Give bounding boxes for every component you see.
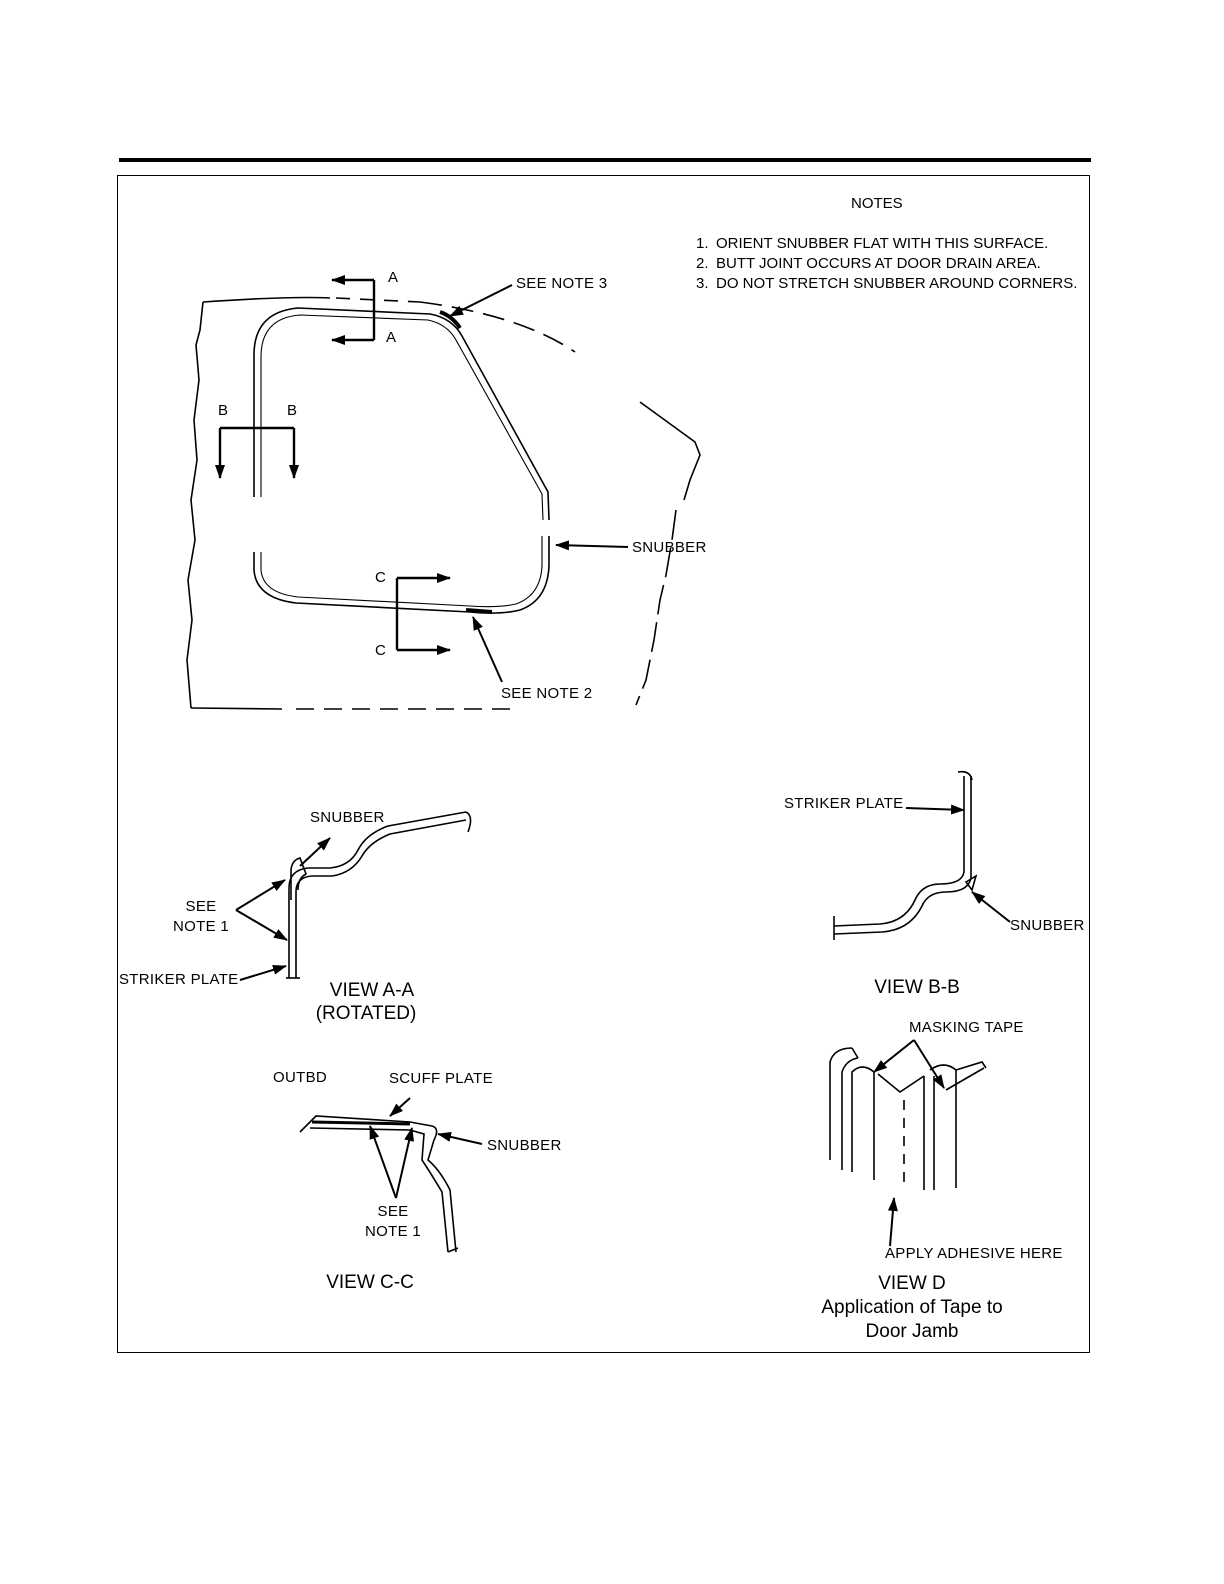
snubber-label-aa: SNUBBER (310, 809, 385, 826)
apply-adhesive-label: APPLY ADHESIVE HERE (885, 1245, 1063, 1262)
section-a-label-top: A (388, 269, 399, 286)
view-d-drawing (829, 1039, 987, 1247)
view-a-a-subtitle: (ROTATED) (315, 1003, 417, 1024)
door-opening-view (186, 275, 701, 710)
view-a-a-drawing (235, 811, 472, 981)
see-note-3-label: SEE NOTE 3 (516, 275, 608, 292)
view-d-caption-line-2: Door Jamb (865, 1321, 959, 1342)
view-c-c-title: VIEW C-C (326, 1272, 414, 1293)
see-label-cc: SEE (377, 1203, 409, 1220)
masking-tape-label: MASKING TAPE (909, 1019, 1024, 1036)
note-text: BUTT JOINT OCCURS AT DOOR DRAIN AREA. (716, 255, 1041, 272)
see-label-aa: SEE (185, 898, 217, 915)
view-d-title: VIEW D (878, 1273, 946, 1294)
see-note-2-label: SEE NOTE 2 (501, 685, 593, 702)
view-b-b-title: VIEW B-B (874, 977, 960, 998)
notes-title: NOTES (851, 195, 903, 212)
notes-list: 1. ORIENT SNUBBER FLAT WITH THIS SURFACE.… (696, 234, 1077, 294)
note-number: 3. (696, 275, 709, 292)
note-number: 1. (696, 235, 709, 252)
figure-frame (117, 175, 1090, 1353)
section-b-label-left: B (218, 402, 229, 419)
section-a-label-bottom: A (386, 329, 397, 346)
note-number: 2. (696, 255, 709, 272)
note-item: 3. DO NOT STRETCH SNUBBER AROUND CORNERS. (696, 274, 1077, 294)
section-b-label-right: B (287, 402, 298, 419)
view-c-c-drawing (299, 1097, 483, 1253)
striker-plate-label-aa: STRIKER PLATE (119, 971, 239, 988)
view-b-b-drawing (833, 770, 1011, 940)
view-a-a-title: VIEW A-A (329, 980, 415, 1001)
note-item: 1. ORIENT SNUBBER FLAT WITH THIS SURFACE. (696, 234, 1077, 254)
note-1-label-aa: NOTE 1 (173, 918, 229, 935)
section-c-label-top: C (375, 569, 387, 586)
note-text: DO NOT STRETCH SNUBBER AROUND CORNERS. (716, 275, 1078, 292)
header-rule (119, 158, 1091, 162)
note-1-label-cc: NOTE 1 (365, 1223, 421, 1240)
outbd-label: OUTBD (273, 1069, 327, 1086)
note-text: ORIENT SNUBBER FLAT WITH THIS SURFACE. (716, 235, 1049, 252)
scuff-plate-label: SCUFF PLATE (389, 1070, 493, 1087)
view-d-caption-line-1: Application of Tape to (821, 1297, 1003, 1318)
striker-plate-label-bb: STRIKER PLATE (784, 795, 904, 812)
snubber-label-cc: SNUBBER (487, 1137, 562, 1154)
snubber-label-bb: SNUBBER (1010, 917, 1085, 934)
section-c-label-bottom: C (375, 642, 387, 659)
snubber-label-main: SNUBBER (632, 539, 707, 556)
note-item: 2. BUTT JOINT OCCURS AT DOOR DRAIN AREA. (696, 254, 1077, 274)
